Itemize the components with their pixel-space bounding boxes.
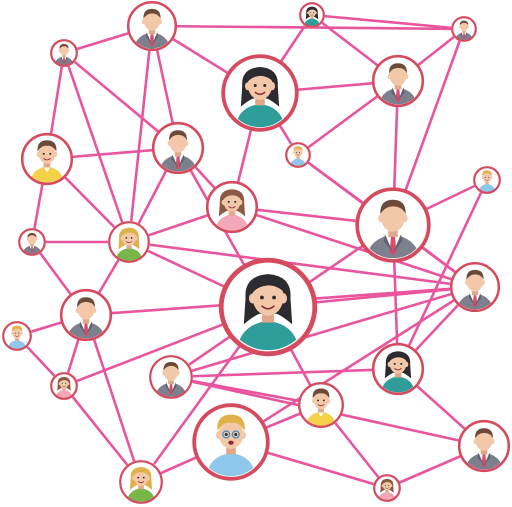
boy-small-avatar-icon bbox=[2, 321, 32, 351]
connection-edge bbox=[169, 285, 477, 379]
businessman-avatar-icon bbox=[59, 288, 113, 342]
businessman-avatar-icon bbox=[126, 0, 178, 52]
connection-edge bbox=[84, 313, 143, 484]
connection-edge bbox=[396, 178, 489, 371]
businessman-avatar-icon bbox=[149, 355, 193, 399]
boy-small-avatar-icon bbox=[285, 142, 311, 168]
businessman-small-avatar-icon bbox=[50, 39, 78, 67]
connection-edge bbox=[310, 13, 466, 31]
man-yellow-shirt-avatar-icon bbox=[298, 382, 344, 428]
businessman-large-avatar-icon bbox=[355, 187, 431, 263]
connection-edge bbox=[127, 24, 154, 244]
connection-edge bbox=[169, 367, 400, 379]
woman-pink-avatar-icon bbox=[205, 180, 259, 234]
connection-edge bbox=[229, 285, 477, 444]
connection-edge bbox=[127, 240, 477, 289]
woman-teal-avatar-icon bbox=[218, 257, 318, 357]
woman-teal-avatar-icon bbox=[299, 2, 325, 28]
businessman-avatar-icon bbox=[457, 419, 511, 473]
woman-pink-small-avatar-icon bbox=[50, 372, 78, 400]
connection-edge bbox=[150, 24, 466, 31]
businessman-avatar-icon bbox=[151, 121, 205, 175]
businessman-small-avatar-icon bbox=[451, 16, 477, 42]
businessman-small-avatar-icon bbox=[18, 228, 46, 256]
businessman-avatar-icon bbox=[371, 54, 425, 108]
connection-edge bbox=[230, 205, 477, 289]
businessman-hub-avatar-icon bbox=[449, 261, 501, 313]
woman-teal-large-avatar-icon bbox=[221, 54, 299, 132]
girl-green-top-avatar-icon bbox=[119, 460, 163, 504]
boy-small-avatar-icon bbox=[473, 166, 501, 194]
man-yellow-shirt-avatar-icon bbox=[20, 132, 74, 186]
woman-teal-avatar-icon bbox=[371, 342, 425, 396]
boy-surprised-large-avatar-icon bbox=[192, 403, 270, 481]
woman-pink-small-avatar-icon bbox=[373, 474, 401, 502]
connection-edge bbox=[62, 51, 131, 244]
girl-green-top-avatar-icon bbox=[108, 221, 150, 263]
